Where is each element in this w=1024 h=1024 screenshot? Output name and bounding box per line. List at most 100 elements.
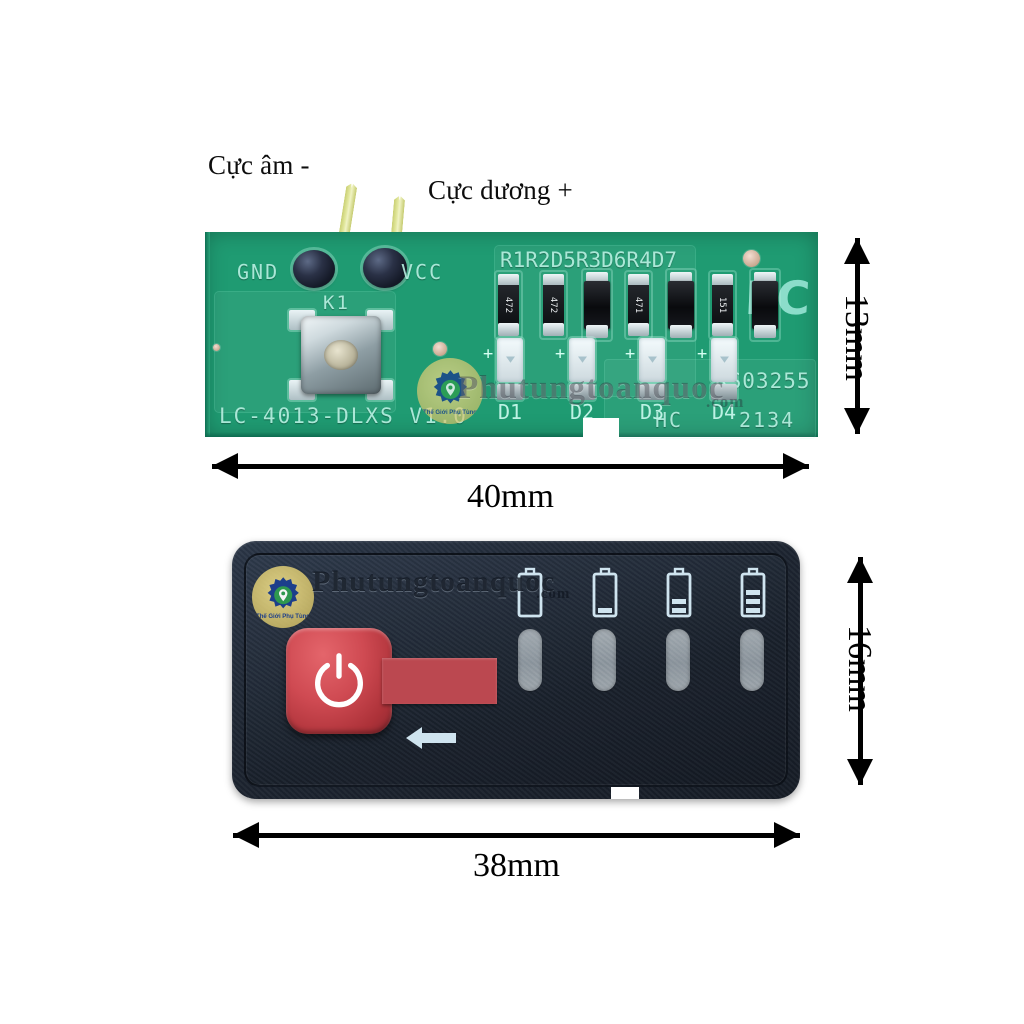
silkscreen-gnd: GND [237,260,280,284]
arrow-right-head [783,453,809,479]
arrow-left-head [233,822,259,848]
dimension-label: 13mm [838,294,875,381]
silkscreen-k1: K1 [323,292,350,314]
smd-resistor-r3: 471 [628,274,649,336]
led-window-2 [592,629,616,691]
resistor-code: 472 [548,296,559,314]
silkscreen-d4: D4 [712,400,737,424]
led-d3 [639,338,665,382]
resistor-code: 151 [717,296,728,314]
smd-resistor-r4: 151 [712,274,733,336]
pcb-bottom-edge [205,432,818,437]
watermark-logo-panel: Thế Giới Phụ Tùng [252,566,314,628]
resistor-terminal-bottom [712,323,733,336]
led-d2 [569,338,595,382]
battery-level-3-icon [740,567,766,618]
power-icon [315,653,363,708]
dimension-panel-height: 16mm [841,557,878,785]
led-foot-d1 [497,384,523,400]
silkscreen-vcc: VCC [401,260,444,284]
gnd-solder-pad [293,250,335,288]
resistor-terminal-bottom [498,323,519,336]
led-window-4 [740,629,764,691]
resistor-terminal-bottom [543,323,564,336]
led-polarity-mark-d1: + [483,344,494,364]
resistor-body: 472 [498,285,519,325]
gear-pin-icon [267,577,299,609]
watermark-brand-text: Thế Giới Phụ Tùng [423,409,477,416]
led-window-1 [518,629,542,691]
resistor-code: 472 [503,296,514,314]
led-polarity-mark-d2: + [555,344,566,364]
tactile-switch-k1[interactable] [289,310,393,400]
arrow-up-head [847,557,873,583]
resistor-body: 151 [712,285,733,325]
silkscreen-d1: D1 [498,400,523,424]
copper-via-left [213,344,220,351]
arrow-up-head [844,238,870,264]
dimension-label: 16mm [841,625,878,712]
callout-negative-terminal: Cực âm - [208,150,310,180]
dimension-panel-width: 38mm [233,822,800,884]
smd-diode-d5 [584,272,610,338]
silkscreen-d3: D3 [640,400,665,424]
battery-level-0-icon [517,567,543,618]
resistor-terminal-top [628,274,649,287]
resistor-terminal-top [712,274,733,287]
arrow-left-head [212,453,238,479]
switch-dome [324,340,358,370]
vcc-solder-pad [363,248,407,288]
watermark-tld-pcb: .com [706,392,745,411]
pcb-bottom-notch [583,418,619,440]
resistor-body: 471 [628,285,649,325]
diode-terminal-bottom [670,325,692,338]
dimension-pcb-height: 13mm [838,238,875,434]
watermark-text-panel: Phutungtoanquoc [312,565,556,598]
silkscreen-component-row: R1R2D5R3D6R4D7 [500,248,678,272]
arrow-right-head [774,822,800,848]
watermark-logo-pcb: Thế Giới Phụ Tùng [417,358,483,424]
diode-body [584,281,610,329]
dimension-line [844,238,870,434]
resistor-terminal-bottom [628,323,649,336]
led-foot-d4 [711,384,737,400]
led-foot-d3 [639,384,665,400]
arrow-left-icon [406,727,456,749]
copper-via-top-right [743,250,760,267]
dimension-label: 40mm [467,478,554,515]
arrow-down-head [847,759,873,785]
panel-bottom-notch [611,787,639,799]
led-polarity-mark-d4: + [697,344,708,364]
power-button[interactable] [286,628,392,734]
resistor-body: 472 [543,285,564,325]
dimension-label: 38mm [473,847,560,884]
led-window-3 [666,629,690,691]
smd-diode-d7 [752,272,778,338]
watermark-brand-text: Thế Giới Phụ Tùng [256,614,310,621]
dimension-pcb-width: 40mm [212,453,809,515]
power-button-tab [382,658,497,704]
front-panel [232,541,800,799]
silkscreen-date-code: 2134 [739,408,796,432]
dimension-line [847,557,873,785]
resistor-terminal-top [543,274,564,287]
led-d4 [711,338,737,382]
pcb-left-edge [205,232,210,437]
smd-resistor-r2: 472 [543,274,564,336]
smd-resistor-r1: 472 [498,274,519,336]
led-d1 [497,338,523,382]
diode-terminal-bottom [586,325,608,338]
arrow-down-head [844,408,870,434]
battery-level-1-icon [592,567,618,618]
gear-pin-icon [433,370,467,404]
callout-positive-terminal: Cực dương + [428,175,573,205]
diode-body [668,281,694,329]
led-foot-d2 [569,384,595,400]
silkscreen-mark: HC [655,408,684,432]
led-polarity-mark-d3: + [625,344,636,364]
battery-level-2-icon [666,567,692,618]
watermark-text-pcb: Phutungtoanquoc [458,370,725,406]
diode-body [752,281,778,329]
pcb-board: GND VCC K1 LC-4013-DLXS V1.0 R1R2D5R3D6R… [205,232,818,440]
